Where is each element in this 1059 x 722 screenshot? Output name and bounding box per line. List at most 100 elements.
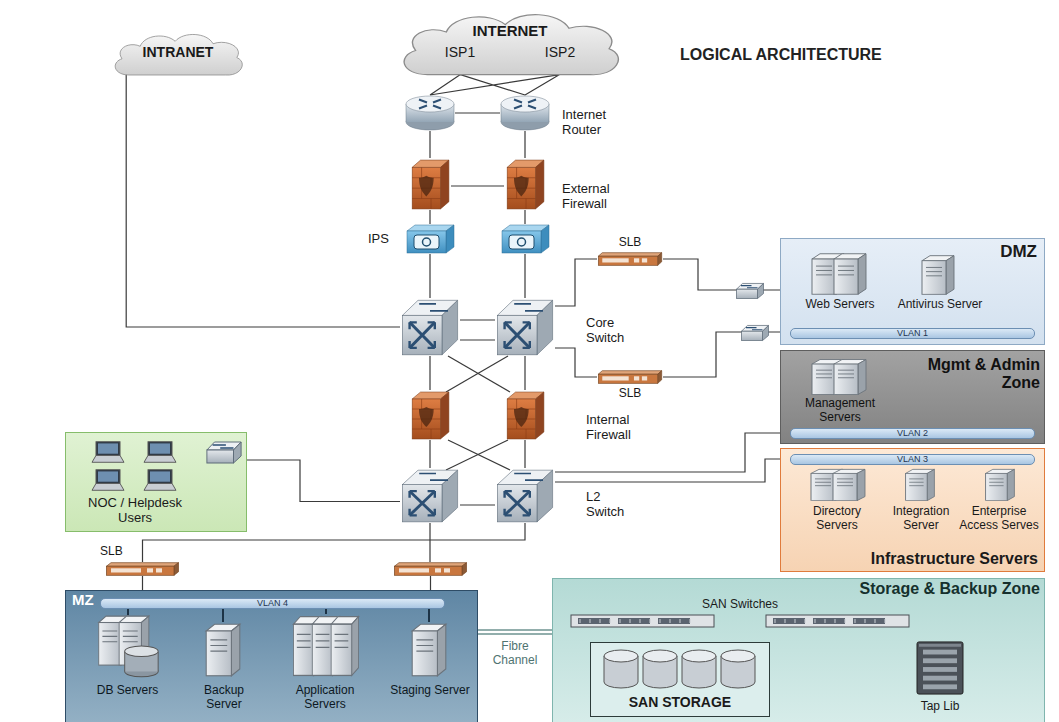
sv-icon (902, 468, 938, 502)
security-zone: Storage & Backup ZoneSAN SwitchesSAN STO… (552, 578, 1045, 722)
network-link (430, 440, 525, 468)
node-label: VLAN 3 (790, 454, 1035, 464)
server-group: Directory Servers (792, 468, 882, 540)
fw-icon (409, 158, 451, 210)
network-link (430, 356, 525, 390)
node-label: VLAN 2 (790, 428, 1035, 438)
node-label: Tap Lib (910, 700, 970, 714)
network-link (555, 259, 597, 306)
slb-icon (597, 252, 663, 266)
network-link (143, 576, 431, 590)
node-label: Integration Server (885, 505, 957, 533)
cross-link (448, 356, 510, 392)
node-label: SAN STORAGE (590, 694, 770, 710)
fw-icon (409, 390, 451, 440)
node-label: External Firewall (562, 182, 640, 212)
router-icon (405, 95, 455, 131)
sw-icon (495, 468, 555, 523)
network-link (430, 254, 525, 298)
switch-link (460, 504, 495, 505)
drums-icon (600, 648, 760, 690)
node-label: Internet Router (562, 108, 640, 138)
vl-icon (325, 609, 327, 614)
vlan-bar: VLAN 4 (100, 598, 445, 609)
node-label: VLAN 4 (100, 598, 445, 608)
diagram-title: LOGICAL ARCHITECTURE (680, 46, 1020, 64)
node-label: SLB (595, 236, 665, 250)
security-zone: MZVLAN 4DB ServersBackup ServerApplicati… (65, 590, 478, 722)
node-label: Internal Firewall (586, 413, 650, 443)
server-group: Web Servers (795, 250, 885, 328)
network-link (663, 332, 780, 377)
network-link (247, 460, 400, 502)
node-label: VLAN 1 (790, 328, 1035, 338)
server: Antivirus Server (895, 250, 985, 328)
network-link (126, 74, 400, 327)
network-link (430, 131, 525, 158)
san-icon (765, 614, 910, 628)
network-link (478, 630, 552, 634)
server: Backup Server (185, 614, 263, 718)
sv-icon (982, 468, 1018, 502)
server: Staging Server (390, 614, 470, 718)
fw-icon (504, 158, 546, 210)
vl-icon (222, 609, 224, 622)
network-link (555, 348, 597, 377)
fw-icon (504, 390, 546, 440)
node-label: Directory Servers (792, 505, 882, 533)
vlan-bar: VLAN 3 (790, 454, 1035, 465)
load-balancer-pair: SLB (100, 545, 470, 578)
node-label: DMZ (975, 242, 1037, 262)
network-link (430, 75, 560, 95)
firewall-link (451, 185, 504, 186)
security-zone: Mgmt & Admin ZoneManagement ServersVLAN … (780, 350, 1045, 444)
cloud: INTERNETISP1ISP2 (392, 8, 628, 82)
firewall-pair: Internal Firewall (395, 390, 650, 448)
node-label: Backup Server (185, 684, 263, 712)
laptop-icon (140, 468, 180, 492)
ips-pair: IPS (368, 224, 558, 258)
laptop-icon (140, 440, 180, 464)
sv-icon (202, 622, 244, 678)
cross-link (446, 440, 508, 470)
router-pair: Internet Router (400, 95, 640, 145)
sv2-icon (808, 252, 870, 296)
load-balancer: SLB (595, 368, 665, 404)
node-label: ISP2 (530, 44, 590, 60)
node-label: IPS (368, 232, 400, 247)
cross-link (446, 356, 508, 392)
cloud: INTRANET (108, 30, 248, 80)
ssw-icon (205, 440, 243, 464)
san-icon (570, 614, 715, 628)
db-icon (95, 614, 160, 680)
network-link (555, 459, 780, 482)
node-label: DB Servers (80, 684, 175, 698)
switch-link (460, 319, 495, 320)
access-switch (742, 325, 769, 340)
slb-icon (105, 562, 180, 576)
cross-link (448, 440, 510, 470)
node-label: Antivirus Server (895, 298, 985, 312)
security-zone: Infrastructure Servers VLAN 3 Directory Se… (780, 448, 1045, 572)
user-zone: NOC / Helpdesk Users (65, 432, 247, 532)
sv3-icon (290, 614, 362, 678)
node-label: Core Switch (586, 316, 644, 346)
sv2-icon (807, 468, 869, 502)
router-link (455, 112, 500, 113)
slb-icon (597, 370, 663, 384)
sw-icon (400, 298, 460, 356)
tape-library: Tap Lib (910, 640, 970, 718)
node-label: SLB (595, 387, 665, 401)
node-label: Storage & Backup Zone (800, 580, 1040, 598)
slb-icon (393, 562, 468, 576)
router-icon (500, 95, 550, 131)
node-label: Infrastructure Servers (850, 550, 1038, 568)
server-group: DB Servers (80, 614, 175, 718)
sw-icon (495, 298, 555, 356)
link-label: Fibre Channel (483, 640, 547, 668)
node-label: Mgmt & Admin Zone (925, 356, 1040, 393)
vlan-bar: VLAN 2 (790, 428, 1035, 439)
server: Integration Server (885, 468, 957, 540)
switch-pair: Core Switch (395, 298, 640, 360)
san-switch-pair: SAN Switches (568, 598, 913, 630)
